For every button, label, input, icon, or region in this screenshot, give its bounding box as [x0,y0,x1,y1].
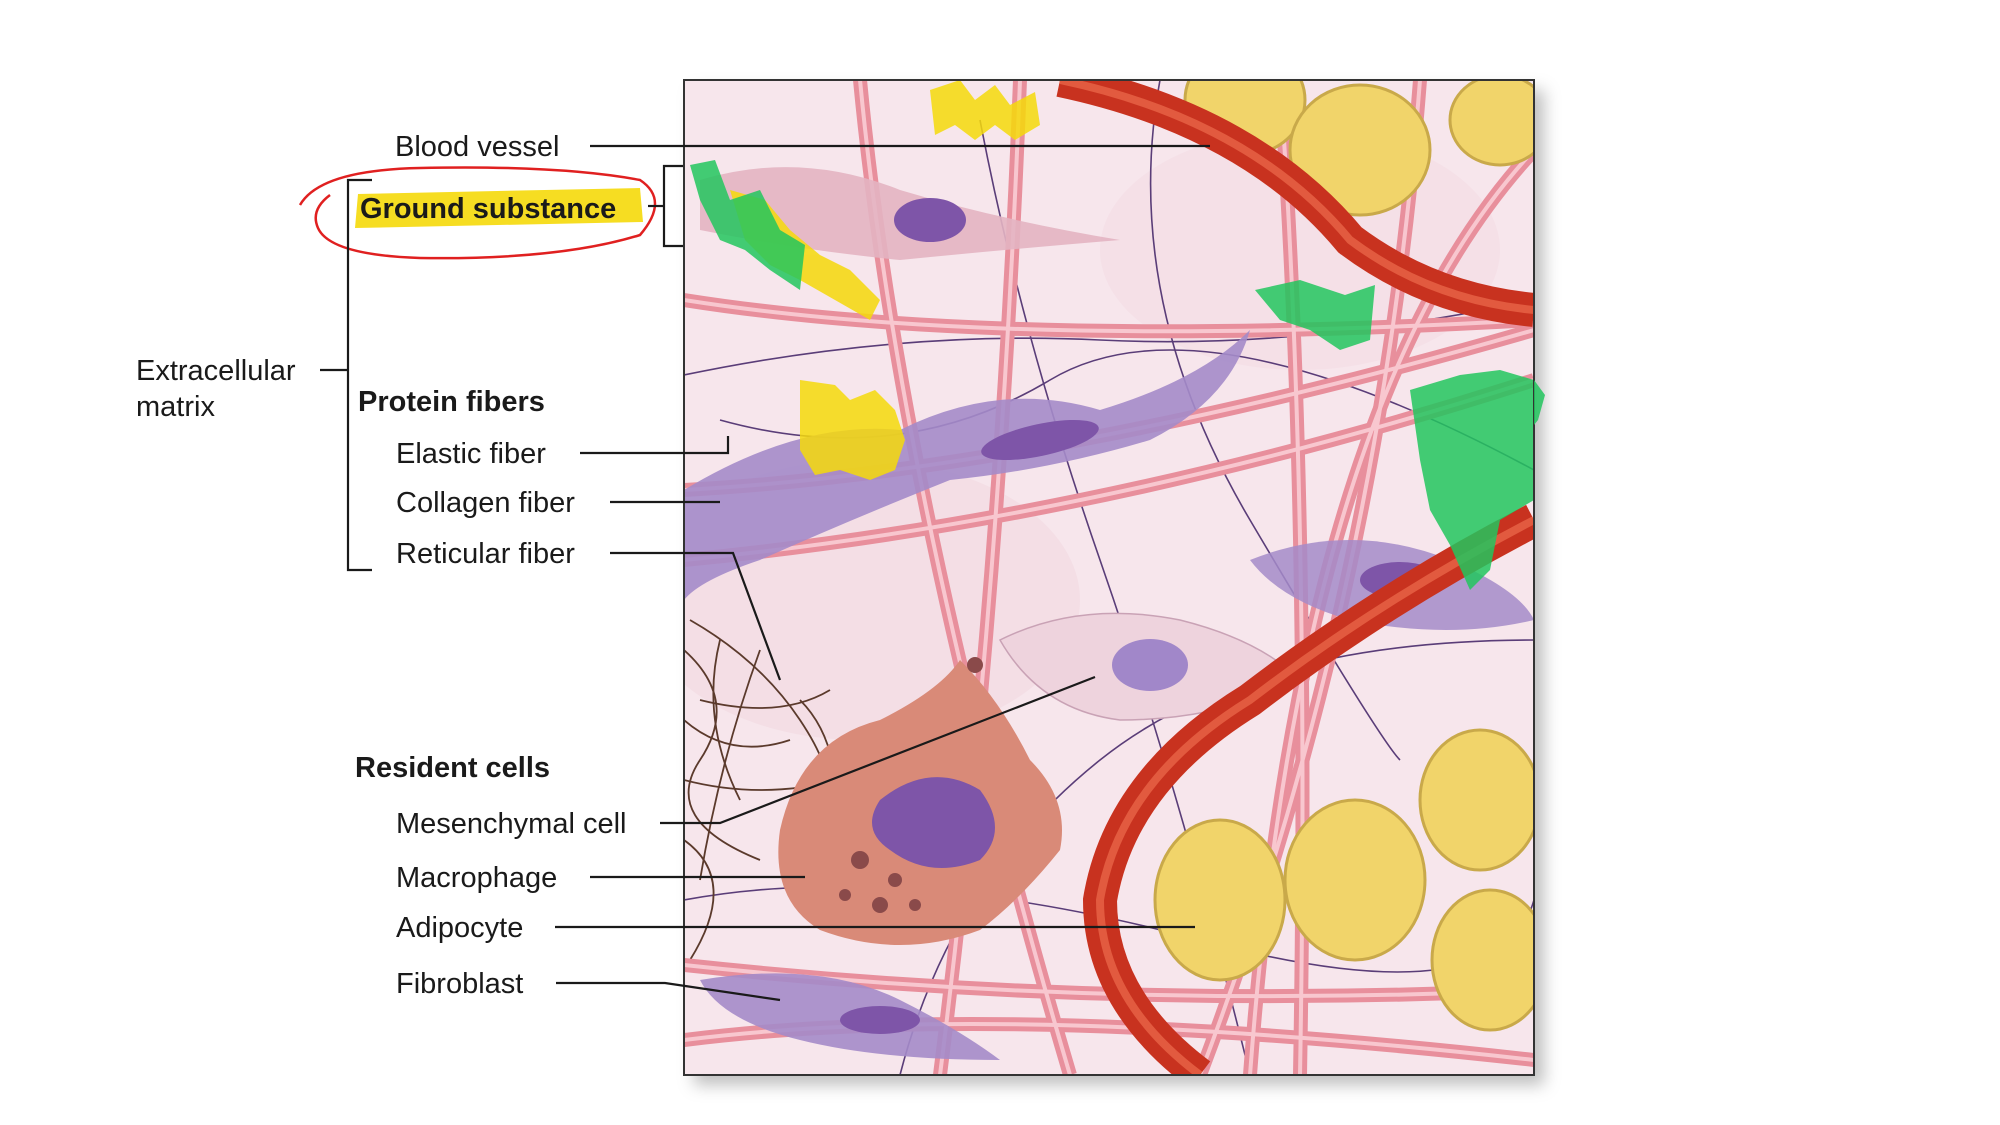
label-extracellular-matrix-line1: Extracellular [136,355,296,387]
ground-substance-highlight [355,188,643,228]
label-resident-cells: Resident cells [355,752,550,784]
green-highlight-overflow [1534,380,1545,425]
leader-fibroblast [556,981,781,1002]
label-blood-vessel: Blood vessel [395,131,559,163]
macrophage-cell [778,657,1062,945]
blood-vessels [1056,80,1534,1075]
label-reticular-fiber: Reticular fiber [396,538,575,570]
leader-reticular-fiber [610,551,782,681]
label-collagen-fiber: Collagen fiber [396,487,575,519]
label-mesenchymal-cell: Mesenchymal cell [396,808,626,840]
label-fibroblast: Fibroblast [396,968,523,1000]
mesenchymal-cell [998,612,1302,721]
green-highlight-marks [690,160,1534,590]
illustration-frame [683,79,1535,1076]
label-ground-substance: Ground substance [360,193,616,225]
label-macrophage: Macrophage [396,862,557,894]
leader-lines [555,144,1210,1002]
extracellular-matrix-bracket [346,178,372,572]
tissue-illustration [683,79,1545,1076]
adipocyte-cells [1153,80,1534,1032]
leader-mesenchymal-cell [660,675,1096,825]
ground-substance-bracket [662,164,683,248]
label-elastic-fiber: Elastic fiber [396,438,546,470]
leader-elastic-fiber [580,436,730,455]
annotation-circle [298,166,657,260]
label-extracellular-matrix-line2: matrix [136,391,215,423]
label-adipocyte: Adipocyte [396,912,523,944]
label-protein-fibers: Protein fibers [358,386,545,418]
